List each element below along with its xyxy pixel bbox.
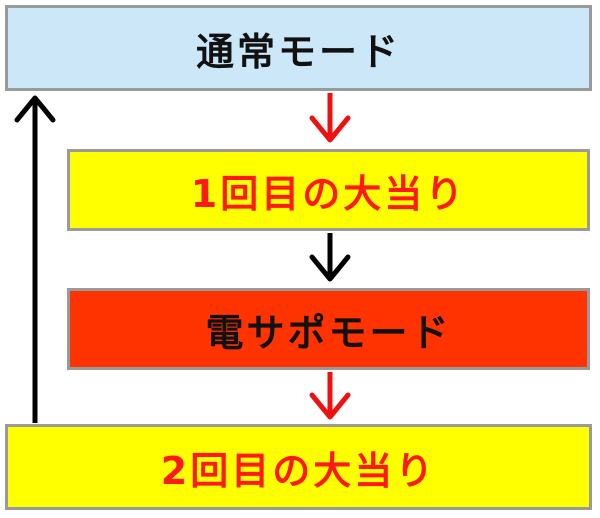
arrow-normal-to-first-hit xyxy=(309,93,351,143)
normal-mode-label: 通常モード xyxy=(195,29,401,74)
densapo-mode-box: 電サポモード xyxy=(67,288,590,370)
arrow-first-hit-to-densapo xyxy=(309,233,351,282)
densapo-mode-label: 電サポモード xyxy=(205,310,452,355)
second-hit-label: 2回目の大当り xyxy=(160,448,437,493)
first-hit-label: 1回目の大当り xyxy=(190,171,467,216)
second-hit-box: 2回目の大当り xyxy=(5,424,592,510)
arrow-densapo-to-second-hit xyxy=(309,372,351,420)
first-hit-box: 1回目の大当り xyxy=(67,149,590,231)
normal-mode-box: 通常モード xyxy=(5,5,592,91)
arrow-second-hit-to-normal xyxy=(14,95,56,423)
